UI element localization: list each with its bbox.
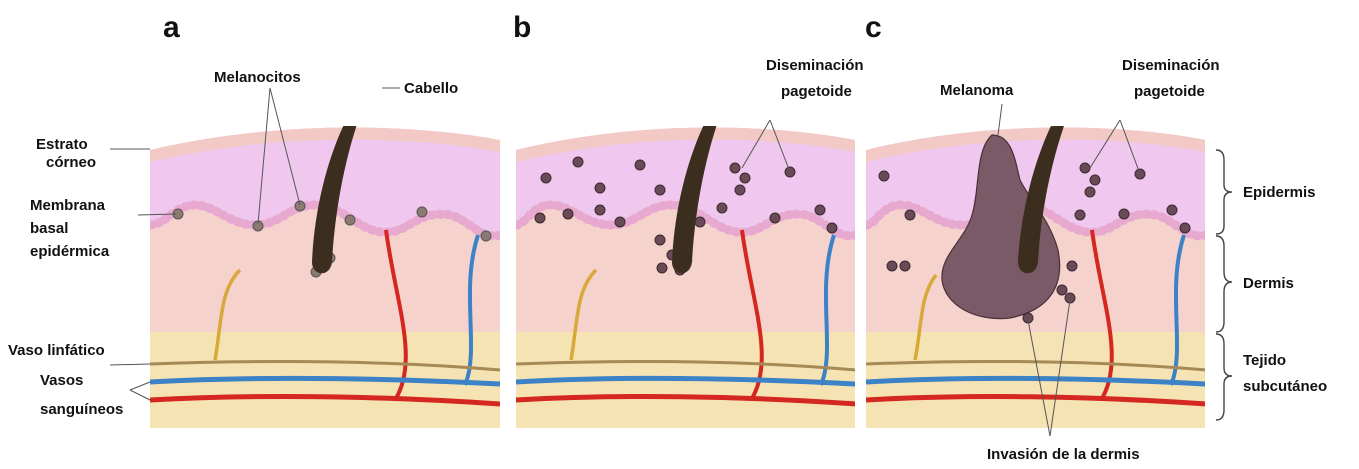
label-melanoma: Melanoma [940,82,1014,99]
dermis-brace [1216,236,1232,332]
label-vasos-2: sanguíneos [40,401,123,418]
label-epidermis: Epidermis [1243,184,1316,201]
label-membrana-1: Membrana [30,197,106,214]
label-melanocitos: Melanocitos [214,69,301,86]
label-diseminacion-b-2: pagetoide [781,83,852,100]
label-tejido-1: Tejido [1243,352,1286,369]
layer-braces [1216,150,1232,420]
skin-panel-b [516,75,856,428]
label-estrato-2: córneo [46,154,96,171]
label-invasion: Invasión de la dermis [987,446,1140,463]
panel-letter-b: b [513,11,531,44]
label-vasos-1: Vasos [40,372,83,389]
label-membrana-3: epidérmica [30,243,110,260]
label-diseminacion-c-2: pagetoide [1134,83,1205,100]
label-vaso-linfatico: Vaso linfático [8,342,105,359]
label-cabello: Cabello [404,80,458,97]
label-tejido-2: subcutáneo [1243,378,1327,395]
skin-panel-a [150,75,500,428]
label-membrana-2: basal [30,220,68,237]
label-estrato-1: Estrato [36,136,88,153]
epidermis-brace [1216,150,1232,234]
skin-panel-c [866,75,1206,428]
label-dermis: Dermis [1243,275,1294,292]
subcutaneous-brace [1216,334,1232,420]
panel-letter-c: c [865,11,882,44]
panel-letter-a: a [163,11,180,44]
label-diseminacion-c-1: Diseminación [1122,57,1220,74]
label-diseminacion-b-1: Diseminación [766,57,864,74]
